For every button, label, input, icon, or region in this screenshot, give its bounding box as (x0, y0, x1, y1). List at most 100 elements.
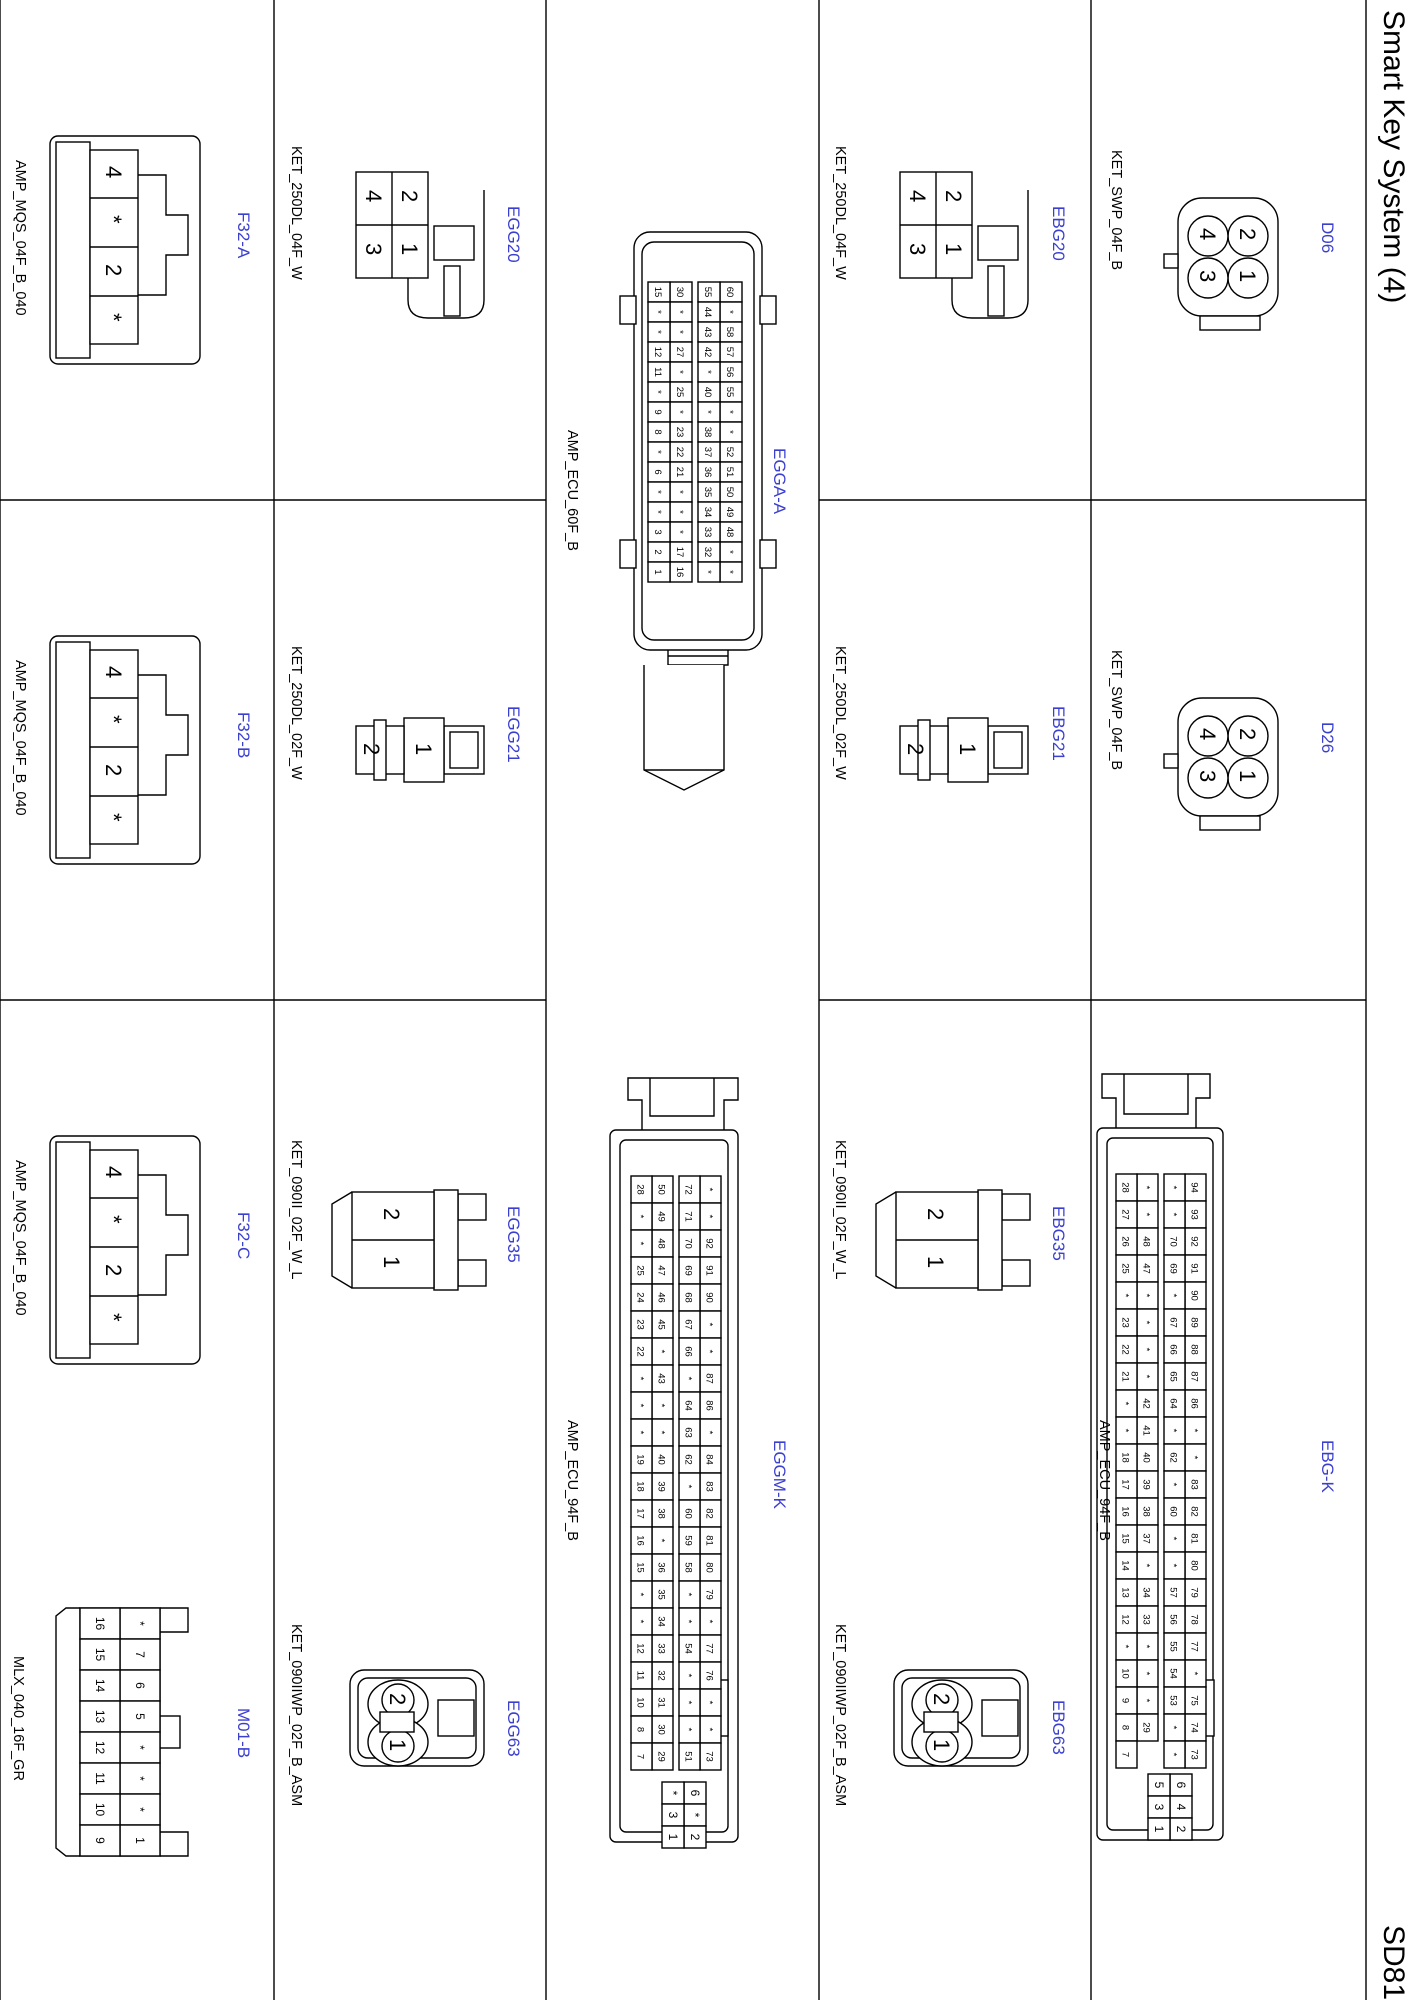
pin-label: 47 (1141, 1263, 1152, 1274)
pin-label: * (635, 1620, 646, 1624)
pin-label: 71 (683, 1211, 694, 1222)
pin-label: 28 (1120, 1182, 1131, 1193)
pin-label: 32 (656, 1670, 667, 1681)
pin-label: * (1120, 1429, 1131, 1433)
pin-label: 4 (101, 666, 126, 678)
pin-label: 1 (411, 743, 436, 755)
pin-label: 55 (702, 287, 713, 298)
pin-label: * (656, 1431, 667, 1435)
pin-label: 69 (1168, 1263, 1179, 1274)
connector-name: EBG21 (1049, 706, 1068, 761)
pin-label: 33 (702, 527, 713, 538)
pin-label: 93 (1189, 1209, 1200, 1220)
pin-label: 53 (1168, 1695, 1179, 1706)
pin-label: * (1120, 1294, 1131, 1298)
pin-label: 17 (1120, 1479, 1131, 1490)
part-number: KET_090II_02F_W_L (288, 1140, 304, 1279)
pin-label: * (1168, 1753, 1179, 1757)
pin-label: 4 (361, 190, 386, 202)
pin-label: 48 (1141, 1236, 1152, 1247)
part-number: AMP_MQS_04F_B_040 (12, 1160, 28, 1316)
pin-label: 83 (1189, 1479, 1200, 1490)
pin-label: 55 (1168, 1641, 1179, 1652)
pin-label: 4 (905, 190, 930, 202)
pin-label: 1 (133, 1837, 147, 1844)
pin-label: 29 (1141, 1722, 1152, 1733)
pin-label: 2 (1235, 228, 1260, 240)
connector-name: F32-C (234, 1212, 253, 1259)
part-number: KET_SWP_04F_B (1108, 150, 1124, 270)
pin-label: 40 (656, 1454, 667, 1465)
pin-label: 5 (133, 1713, 147, 1720)
pin-label: * (724, 410, 735, 414)
pin-label: 36 (702, 467, 713, 478)
pin-label: 9 (93, 1837, 107, 1844)
pin-label: 17 (635, 1508, 646, 1519)
pin-label: 2 (1235, 728, 1260, 740)
pin-label: 32 (702, 547, 713, 558)
pin-label: * (1141, 1294, 1152, 1298)
pin-label: 77 (704, 1643, 715, 1654)
pin-label: * (683, 1674, 694, 1678)
part-number: KET_250DL_04F_W (832, 146, 848, 280)
pin-label: 8 (635, 1727, 646, 1732)
connector-name: EGG35 (504, 1206, 523, 1263)
pin-label: 76 (704, 1670, 715, 1681)
pin-label: 23 (674, 427, 685, 438)
pin-label: 83 (704, 1481, 715, 1492)
pin-label: * (635, 1377, 646, 1381)
pin-label: * (702, 570, 713, 574)
pin-label: * (674, 310, 685, 314)
pin-label: 77 (1189, 1641, 1200, 1652)
pin-label: 67 (683, 1319, 694, 1330)
pin-label: 58 (724, 327, 735, 338)
pin-label: 41 (1141, 1425, 1152, 1436)
pin-label: 13 (93, 1710, 107, 1724)
pin-label: 82 (704, 1508, 715, 1519)
pin-cell (697, 561, 721, 583)
pin-label: 62 (1168, 1452, 1179, 1463)
pin-label: 3 (905, 243, 930, 255)
pin-label: 6 (1174, 1782, 1188, 1789)
pin-label: 72 (683, 1184, 694, 1195)
connector-ebg35: EBG35 2 1 KET_090II_02F_W_L (832, 1140, 1068, 1291)
pin-label: 84 (704, 1454, 715, 1465)
pin-label: * (1189, 1672, 1200, 1676)
pin-label: 88 (1189, 1344, 1200, 1355)
pin-label: 81 (704, 1535, 715, 1546)
pin-label: 15 (635, 1562, 646, 1573)
pin-label: * (656, 1539, 667, 1543)
pin-label: 31 (656, 1697, 667, 1708)
pin-label: 38 (1141, 1506, 1152, 1517)
pin-label: * (1168, 1564, 1179, 1568)
pin-label: 90 (704, 1292, 715, 1303)
pin-label: * (704, 1620, 715, 1624)
pin-label: 94 (1189, 1182, 1200, 1193)
pin-label: * (1168, 1213, 1179, 1217)
connector-name: F32-B (234, 712, 253, 758)
pin-label: * (683, 1728, 694, 1732)
pin-label: 66 (1168, 1344, 1179, 1355)
pin-label: 6 (133, 1682, 147, 1689)
pin-cell (1163, 1740, 1186, 1769)
pin-label: * (635, 1431, 646, 1435)
pin-label: * (1168, 1294, 1179, 1298)
pin-label: * (704, 1188, 715, 1192)
pin-label: 28 (635, 1184, 646, 1195)
pin-label: * (688, 1813, 702, 1818)
connector-name: EGGA-A (770, 448, 789, 515)
connector-name: EBG35 (1049, 1206, 1068, 1261)
page-title: Smart Key System (4) (1377, 10, 1410, 303)
connector-d06: D06 2 1 4 3 KET_SWP_04F_B (1108, 150, 1337, 331)
connector-egg21: EGG21 1 2 KET_250DL_02F_W (288, 646, 523, 783)
pin-label: * (1141, 1564, 1152, 1568)
connector-name: D26 (1318, 722, 1337, 753)
connector-name: EGG63 (504, 1700, 523, 1757)
connector-ebg63: EBG63 2 1 KET_090IIWP_02F_B_ASM (832, 1624, 1068, 1806)
pin-label: * (133, 1745, 147, 1750)
pin-label: 54 (683, 1643, 694, 1654)
pin-label: 33 (1141, 1614, 1152, 1625)
pin-label: * (652, 490, 663, 494)
